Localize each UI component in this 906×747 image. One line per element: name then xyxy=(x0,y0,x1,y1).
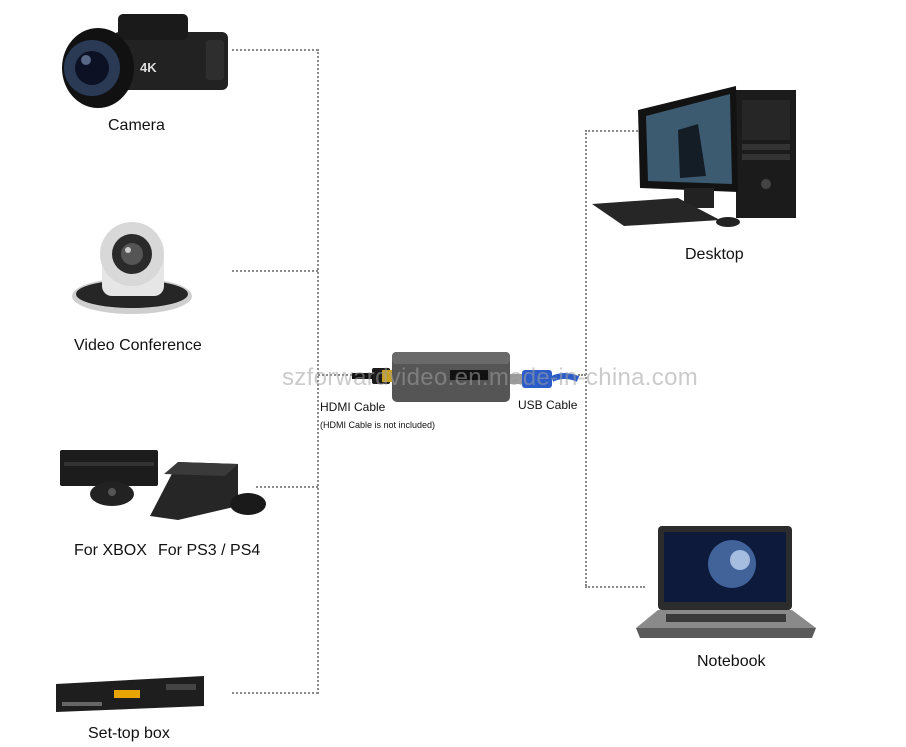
label-usb-cable: USB Cable xyxy=(518,398,578,412)
label-camera: Camera xyxy=(108,117,165,134)
connector-desktop xyxy=(585,130,645,132)
set-top-box-image xyxy=(56,676,204,712)
connector-left-trunk xyxy=(317,49,319,694)
label-set-top-box: Set-top box xyxy=(88,725,170,742)
capture-device-image xyxy=(352,352,580,402)
label-ps: For PS3 / PS4 xyxy=(158,542,261,559)
camera-image: 4K xyxy=(62,14,228,108)
connector-camera xyxy=(232,49,318,51)
video-conference-image xyxy=(72,222,192,314)
connector-from-capture xyxy=(578,374,586,376)
watermark: szforwardvideo.en.made-in-china.com xyxy=(282,364,699,391)
connector-set-top-box xyxy=(232,692,318,694)
connector-video-conference xyxy=(232,270,318,272)
game-consoles-image xyxy=(60,450,266,520)
notebook-image xyxy=(636,526,816,638)
connector-right-trunk xyxy=(585,130,587,586)
connector-to-capture xyxy=(318,374,352,376)
label-hdmi-note: (HDMI Cable is not included) xyxy=(320,420,436,430)
connector-game xyxy=(256,486,318,488)
label-video-conference: Video Conference xyxy=(74,337,202,354)
label-desktop: Desktop xyxy=(685,246,744,263)
label-notebook: Notebook xyxy=(697,653,766,670)
desktop-image xyxy=(592,86,796,227)
label-xbox: For XBOX xyxy=(74,542,147,559)
camera-4k-badge: 4K xyxy=(140,60,157,75)
connector-notebook xyxy=(585,586,645,588)
label-hdmi-cable: HDMI Cable xyxy=(320,400,386,414)
